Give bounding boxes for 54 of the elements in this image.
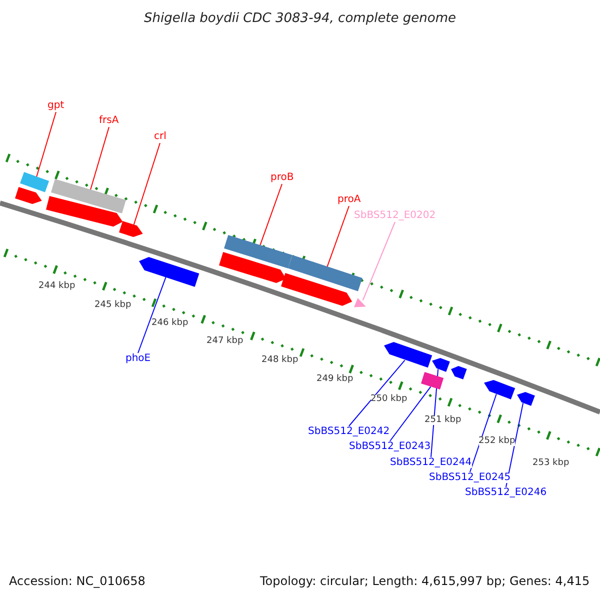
scale-label: 250 kbp [370, 394, 408, 404]
scale-label: 247 kbp [206, 336, 244, 346]
title: Shigella boydii CDC 3083-94, complete genome [144, 12, 456, 24]
leader-line [348, 360, 406, 426]
leader-line [362, 222, 396, 301]
accession-text: Accession: NC_010658 [9, 575, 146, 587]
cds-feature [517, 392, 535, 406]
leader-line [390, 386, 432, 442]
leader-line [260, 184, 282, 246]
gene-label: crl [154, 132, 166, 142]
leader-line [506, 402, 524, 488]
feature-bar [20, 172, 50, 193]
scale-label: 252 kbp [478, 436, 516, 446]
leader-line [36, 112, 56, 178]
cds-feature [218, 252, 286, 284]
leader-line [133, 142, 160, 226]
scale-label: 245 kbp [94, 300, 132, 310]
feature-bar [288, 255, 362, 292]
gene-label: SbBS512_E0246 [465, 488, 547, 498]
scale-label: 244 kbp [38, 282, 76, 290]
cds-feature [46, 196, 123, 227]
gene-label: SbBS512_E0242 [308, 427, 390, 437]
cds-feature [484, 380, 516, 400]
cds-feature [15, 187, 42, 204]
cds-feature [139, 256, 200, 287]
scale-label: 253 kbp [532, 458, 570, 468]
gene-label: SbBS512_E0245 [429, 473, 511, 483]
scale-label: 246 kbp [152, 318, 188, 328]
leader-line [470, 394, 497, 472]
feature-bar [224, 235, 292, 269]
gene-label: SbBS512_E0243 [349, 442, 431, 452]
feature-triangle [354, 298, 366, 308]
cds-feature [119, 221, 143, 238]
feature-bar [51, 179, 126, 214]
gene-label: proB [270, 173, 294, 183]
gene-label: SbBS512_E0202 [354, 211, 436, 221]
gene-label: gpt [48, 101, 64, 111]
gene-label: phoE [126, 354, 151, 364]
scale-label: 248 kbp [262, 356, 298, 364]
leader-line [138, 276, 166, 354]
cds-feature [432, 358, 450, 372]
leader-line [326, 206, 350, 268]
gene-label: frsA [99, 116, 119, 126]
leader-line [90, 126, 110, 190]
genome-info-text: Topology: circular; Length: 4,615,997 bp; Genes: 4,415 [260, 575, 590, 587]
leader-line [430, 368, 439, 458]
scale-label: 249 kbp [316, 374, 354, 384]
gene-label: proA [338, 195, 361, 205]
gene-label: SbBS512_E0244 [390, 458, 472, 468]
cds-feature [280, 273, 352, 306]
scale-label: 251 kbp [424, 416, 462, 424]
cds-feature [384, 342, 432, 368]
feature-bar [421, 372, 444, 390]
cds-feature [451, 366, 467, 380]
